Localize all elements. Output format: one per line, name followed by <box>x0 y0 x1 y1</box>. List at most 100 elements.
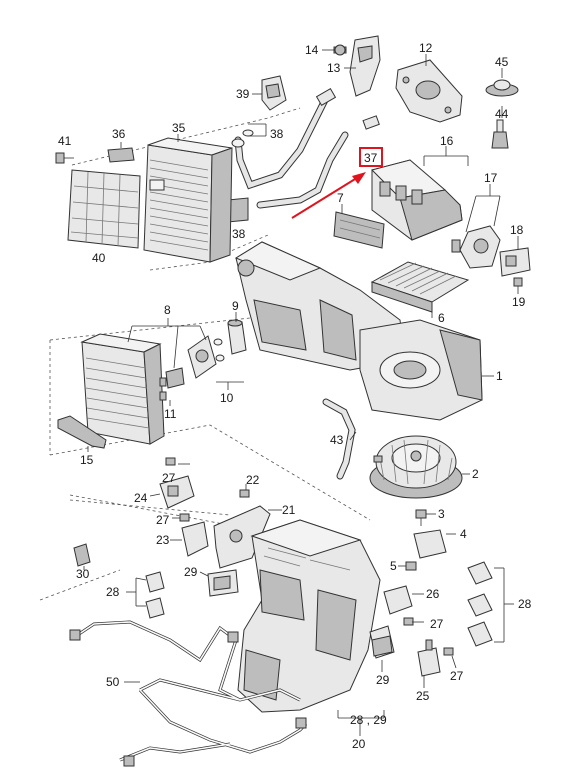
actuator-29-lower[interactable] <box>369 625 395 659</box>
label-27-b: 27 <box>156 513 170 527</box>
servo-motor-18[interactable] <box>499 247 531 277</box>
label-1: 1 <box>496 369 503 383</box>
label-24: 24 <box>134 491 148 505</box>
cover-4[interactable] <box>413 529 447 559</box>
drain-hose-43[interactable] <box>322 398 356 480</box>
label-40: 40 <box>92 251 106 265</box>
label-27-a: 27 <box>162 471 176 485</box>
sensor-44[interactable] <box>491 119 509 149</box>
label-44: 44 <box>495 107 509 121</box>
temp-sensors-28-left[interactable] <box>145 571 165 619</box>
label-5: 5 <box>390 559 397 573</box>
highlight-box-37[interactable] <box>359 147 383 167</box>
screw-5[interactable] <box>405 561 417 571</box>
group-outline-upper <box>71 107 301 271</box>
label-7: 7 <box>337 191 344 205</box>
evaporator-35[interactable] <box>143 137 233 263</box>
screw-27-mid[interactable] <box>179 513 190 522</box>
label-28-left: 28 <box>106 585 120 599</box>
fan-blades <box>379 439 453 485</box>
label-28-29: 28 , 29 <box>350 713 387 727</box>
seal-7[interactable] <box>333 211 385 249</box>
label-21: 21 <box>282 503 296 517</box>
label-9: 9 <box>232 299 239 313</box>
label-6: 6 <box>438 311 445 325</box>
sensor-25[interactable] <box>417 639 441 677</box>
flange-12[interactable] <box>395 59 463 123</box>
temp-sensors-28-right[interactable] <box>467 561 493 647</box>
pipe-clamp-8[interactable] <box>165 367 185 389</box>
blower-fan-2[interactable] <box>369 435 463 499</box>
clip-36[interactable] <box>107 147 135 163</box>
screw-14[interactable] <box>333 44 347 56</box>
servo-motor-24[interactable] <box>159 475 195 509</box>
actuator-29-upper[interactable] <box>207 569 239 597</box>
wiring-harness-50[interactable] <box>69 620 308 767</box>
label-13: 13 <box>327 61 341 75</box>
label-16: 16 <box>440 134 454 148</box>
screw-3[interactable] <box>415 509 427 526</box>
label-18: 18 <box>510 223 524 237</box>
label-38-lower: 38 <box>232 227 246 241</box>
label-38-upper: 38 <box>270 127 284 141</box>
flap-servo-17[interactable] <box>451 225 501 269</box>
label-50: 50 <box>106 675 120 689</box>
label-25: 25 <box>416 689 430 703</box>
insulation-grid <box>70 171 139 247</box>
nut-45[interactable] <box>485 79 519 97</box>
label-20: 20 <box>352 737 366 751</box>
heater-core-fins <box>85 357 150 429</box>
screw-19[interactable] <box>513 277 523 294</box>
screw-27-right[interactable] <box>403 617 414 626</box>
highlight-arrow <box>291 175 361 219</box>
blower-housing-1[interactable] <box>359 319 483 421</box>
screw-41[interactable] <box>55 152 74 164</box>
servo-motor-23[interactable] <box>181 521 209 557</box>
leader-lines <box>83 49 519 736</box>
servo-motor-26[interactable] <box>383 585 413 615</box>
label-41: 41 <box>58 134 72 148</box>
label-19: 19 <box>512 295 526 309</box>
filter-pleats <box>379 262 457 295</box>
label-4: 4 <box>460 527 467 541</box>
label-17: 17 <box>484 171 498 185</box>
screw-27-lower[interactable] <box>443 647 454 656</box>
refrigerant-pipes[interactable] <box>234 87 380 209</box>
flange-plate-10[interactable] <box>187 335 217 379</box>
highlight-arrowhead <box>352 172 366 184</box>
label-15: 15 <box>80 453 94 467</box>
pollen-filter-6[interactable] <box>370 261 470 313</box>
screw-27-upper[interactable] <box>165 457 176 466</box>
label-35: 35 <box>172 121 186 135</box>
label-29-upper: 29 <box>184 565 198 579</box>
air-distribution-housing-37[interactable] <box>371 159 463 241</box>
label-30: 30 <box>76 567 90 581</box>
label-39: 39 <box>236 87 250 101</box>
evaporator-fins <box>149 159 209 251</box>
label-14: 14 <box>305 43 319 57</box>
clip-30[interactable] <box>73 543 91 567</box>
label-27-d: 27 <box>450 669 464 683</box>
heater-housing-lower-20[interactable] <box>237 519 381 713</box>
label-26: 26 <box>426 587 440 601</box>
heater-core-8[interactable] <box>80 333 165 445</box>
expansion-valve-39[interactable] <box>261 75 287 111</box>
label-3: 3 <box>438 507 445 521</box>
screws-11[interactable] <box>159 377 167 401</box>
label-12: 12 <box>419 41 433 55</box>
bracket-21[interactable] <box>213 505 271 569</box>
insulation-40[interactable] <box>67 169 141 249</box>
screw-22[interactable] <box>239 489 250 498</box>
bracket-13[interactable] <box>349 35 381 97</box>
label-22: 22 <box>246 473 260 487</box>
sensor-15[interactable] <box>57 415 107 449</box>
label-11: 11 <box>164 407 177 421</box>
label-28-right: 28 <box>518 597 532 611</box>
label-10: 10 <box>220 391 234 405</box>
label-43: 43 <box>330 433 344 447</box>
valve-9[interactable] <box>227 319 247 355</box>
o-rings-10[interactable] <box>213 338 225 362</box>
label-45: 45 <box>495 55 509 69</box>
label-8: 8 <box>164 303 171 317</box>
